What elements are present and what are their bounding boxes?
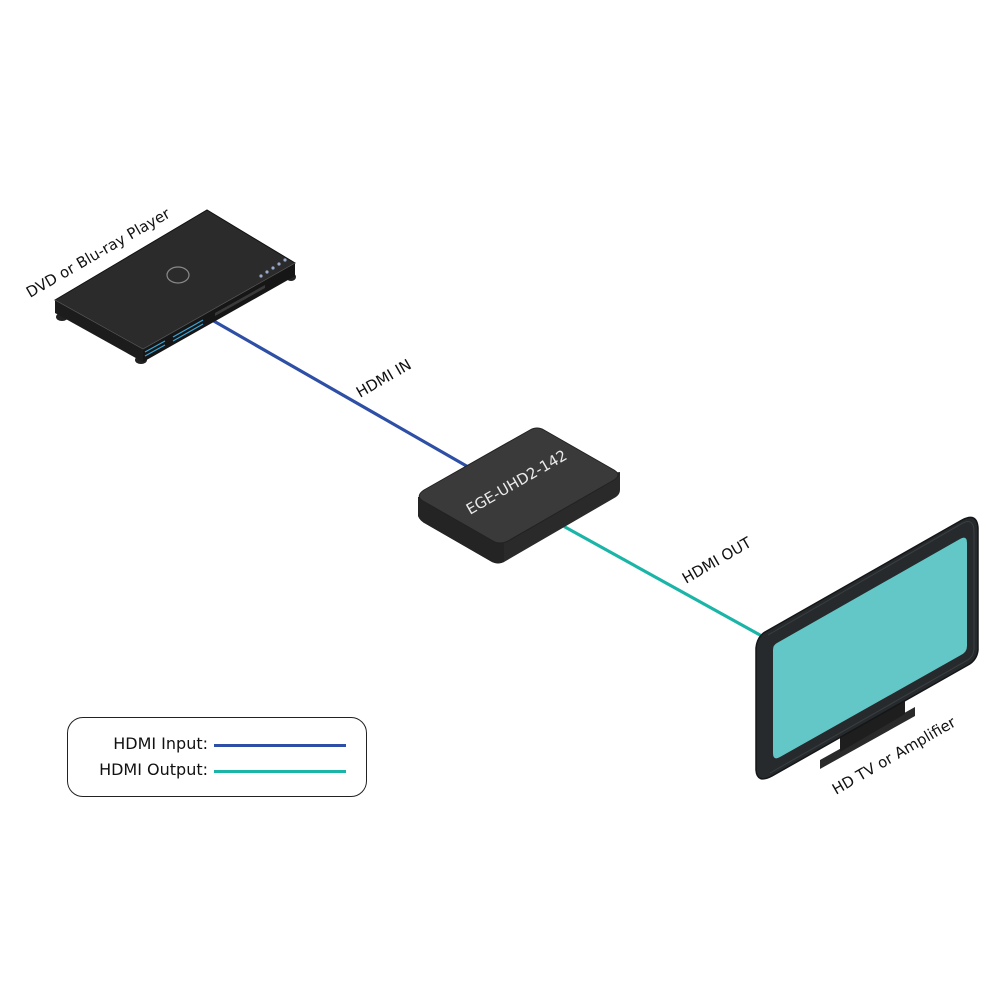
legend-input-swatch — [214, 744, 346, 747]
hdmi-input-cable — [210, 318, 472, 470]
tv-screen — [773, 537, 967, 759]
legend-output-swatch — [214, 770, 346, 773]
tv-device — [755, 516, 979, 780]
hdmi-output-cable — [563, 525, 762, 637]
converter-device — [418, 427, 620, 564]
dvd-player-device — [53, 209, 296, 364]
legend-item-input: HDMI Input: — [68, 734, 366, 758]
legend: HDMI Input: HDMI Output: — [67, 717, 367, 797]
disc-circle-icon — [166, 266, 190, 284]
hdmi-in-label: HDMI IN — [353, 356, 414, 402]
legend-item-output: HDMI Output: — [68, 760, 366, 784]
legend-output-label: HDMI Output: — [99, 760, 208, 779]
hdmi-out-label: HDMI OUT — [679, 533, 755, 587]
legend-input-label: HDMI Input: — [113, 734, 208, 753]
